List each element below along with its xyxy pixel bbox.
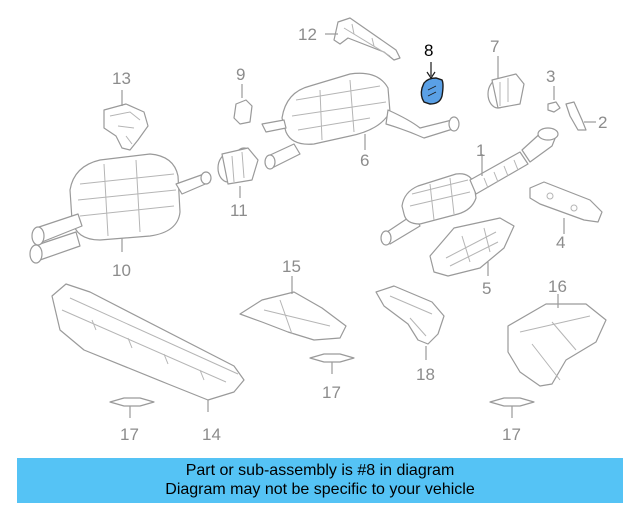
part-11-clamp bbox=[217, 147, 259, 198]
callout-5: 5 bbox=[482, 279, 491, 298]
callout-14: 14 bbox=[202, 425, 221, 444]
callout-2: 2 bbox=[598, 113, 607, 132]
info-banner: Part or sub-assembly is #8 in diagram Di… bbox=[17, 458, 623, 503]
callout-13: 13 bbox=[112, 69, 131, 88]
part-6-middle-muffler bbox=[261, 72, 460, 170]
part-2-gasket bbox=[565, 101, 596, 131]
callout-7: 7 bbox=[490, 37, 499, 56]
callout-4: 4 bbox=[556, 233, 565, 252]
callout-15: 15 bbox=[282, 257, 301, 276]
part-18-heat-shield bbox=[375, 285, 445, 360]
part-7-clamp bbox=[487, 56, 525, 109]
part-17-clip-right bbox=[489, 397, 535, 418]
callout-16: 16 bbox=[548, 277, 567, 296]
callout-17-right: 17 bbox=[502, 425, 521, 444]
callout-8: 8 bbox=[424, 41, 433, 60]
part-17-clip-middle bbox=[309, 353, 355, 374]
callout-11: 11 bbox=[230, 201, 248, 220]
part-10-rear-muffler bbox=[29, 153, 212, 264]
exhaust-parts-diagram: 12 8 7 13 9 6 bbox=[29, 17, 607, 444]
part-12-bracket bbox=[325, 17, 401, 61]
callout-10: 10 bbox=[112, 261, 131, 280]
callout-1: 1 bbox=[476, 141, 485, 160]
part-14-crossmember bbox=[51, 283, 245, 412]
part-8-gasket[interactable] bbox=[420, 62, 444, 105]
callout-3: 3 bbox=[546, 67, 555, 86]
part-13-hanger bbox=[103, 90, 149, 151]
part-4-heat-shield bbox=[529, 181, 603, 234]
callout-9: 9 bbox=[236, 65, 245, 84]
callout-18: 18 bbox=[416, 365, 435, 384]
callout-12: 12 bbox=[298, 25, 317, 44]
part-9-mount bbox=[233, 84, 253, 125]
callout-17-left: 17 bbox=[120, 425, 139, 444]
part-3-nut bbox=[547, 86, 561, 113]
banner-line-disclaimer: Diagram may not be specific to your vehi… bbox=[165, 481, 475, 498]
part-5-heat-shield bbox=[429, 217, 515, 277]
callout-6: 6 bbox=[360, 151, 369, 170]
part-15-heat-shield bbox=[239, 276, 347, 341]
part-17-clip-left bbox=[109, 397, 155, 418]
banner-line-part: Part or sub-assembly is #8 in diagram bbox=[185, 462, 455, 479]
part-1-converter bbox=[380, 127, 559, 246]
callout-17-middle: 17 bbox=[322, 383, 341, 402]
part-16-bracket bbox=[507, 294, 607, 387]
